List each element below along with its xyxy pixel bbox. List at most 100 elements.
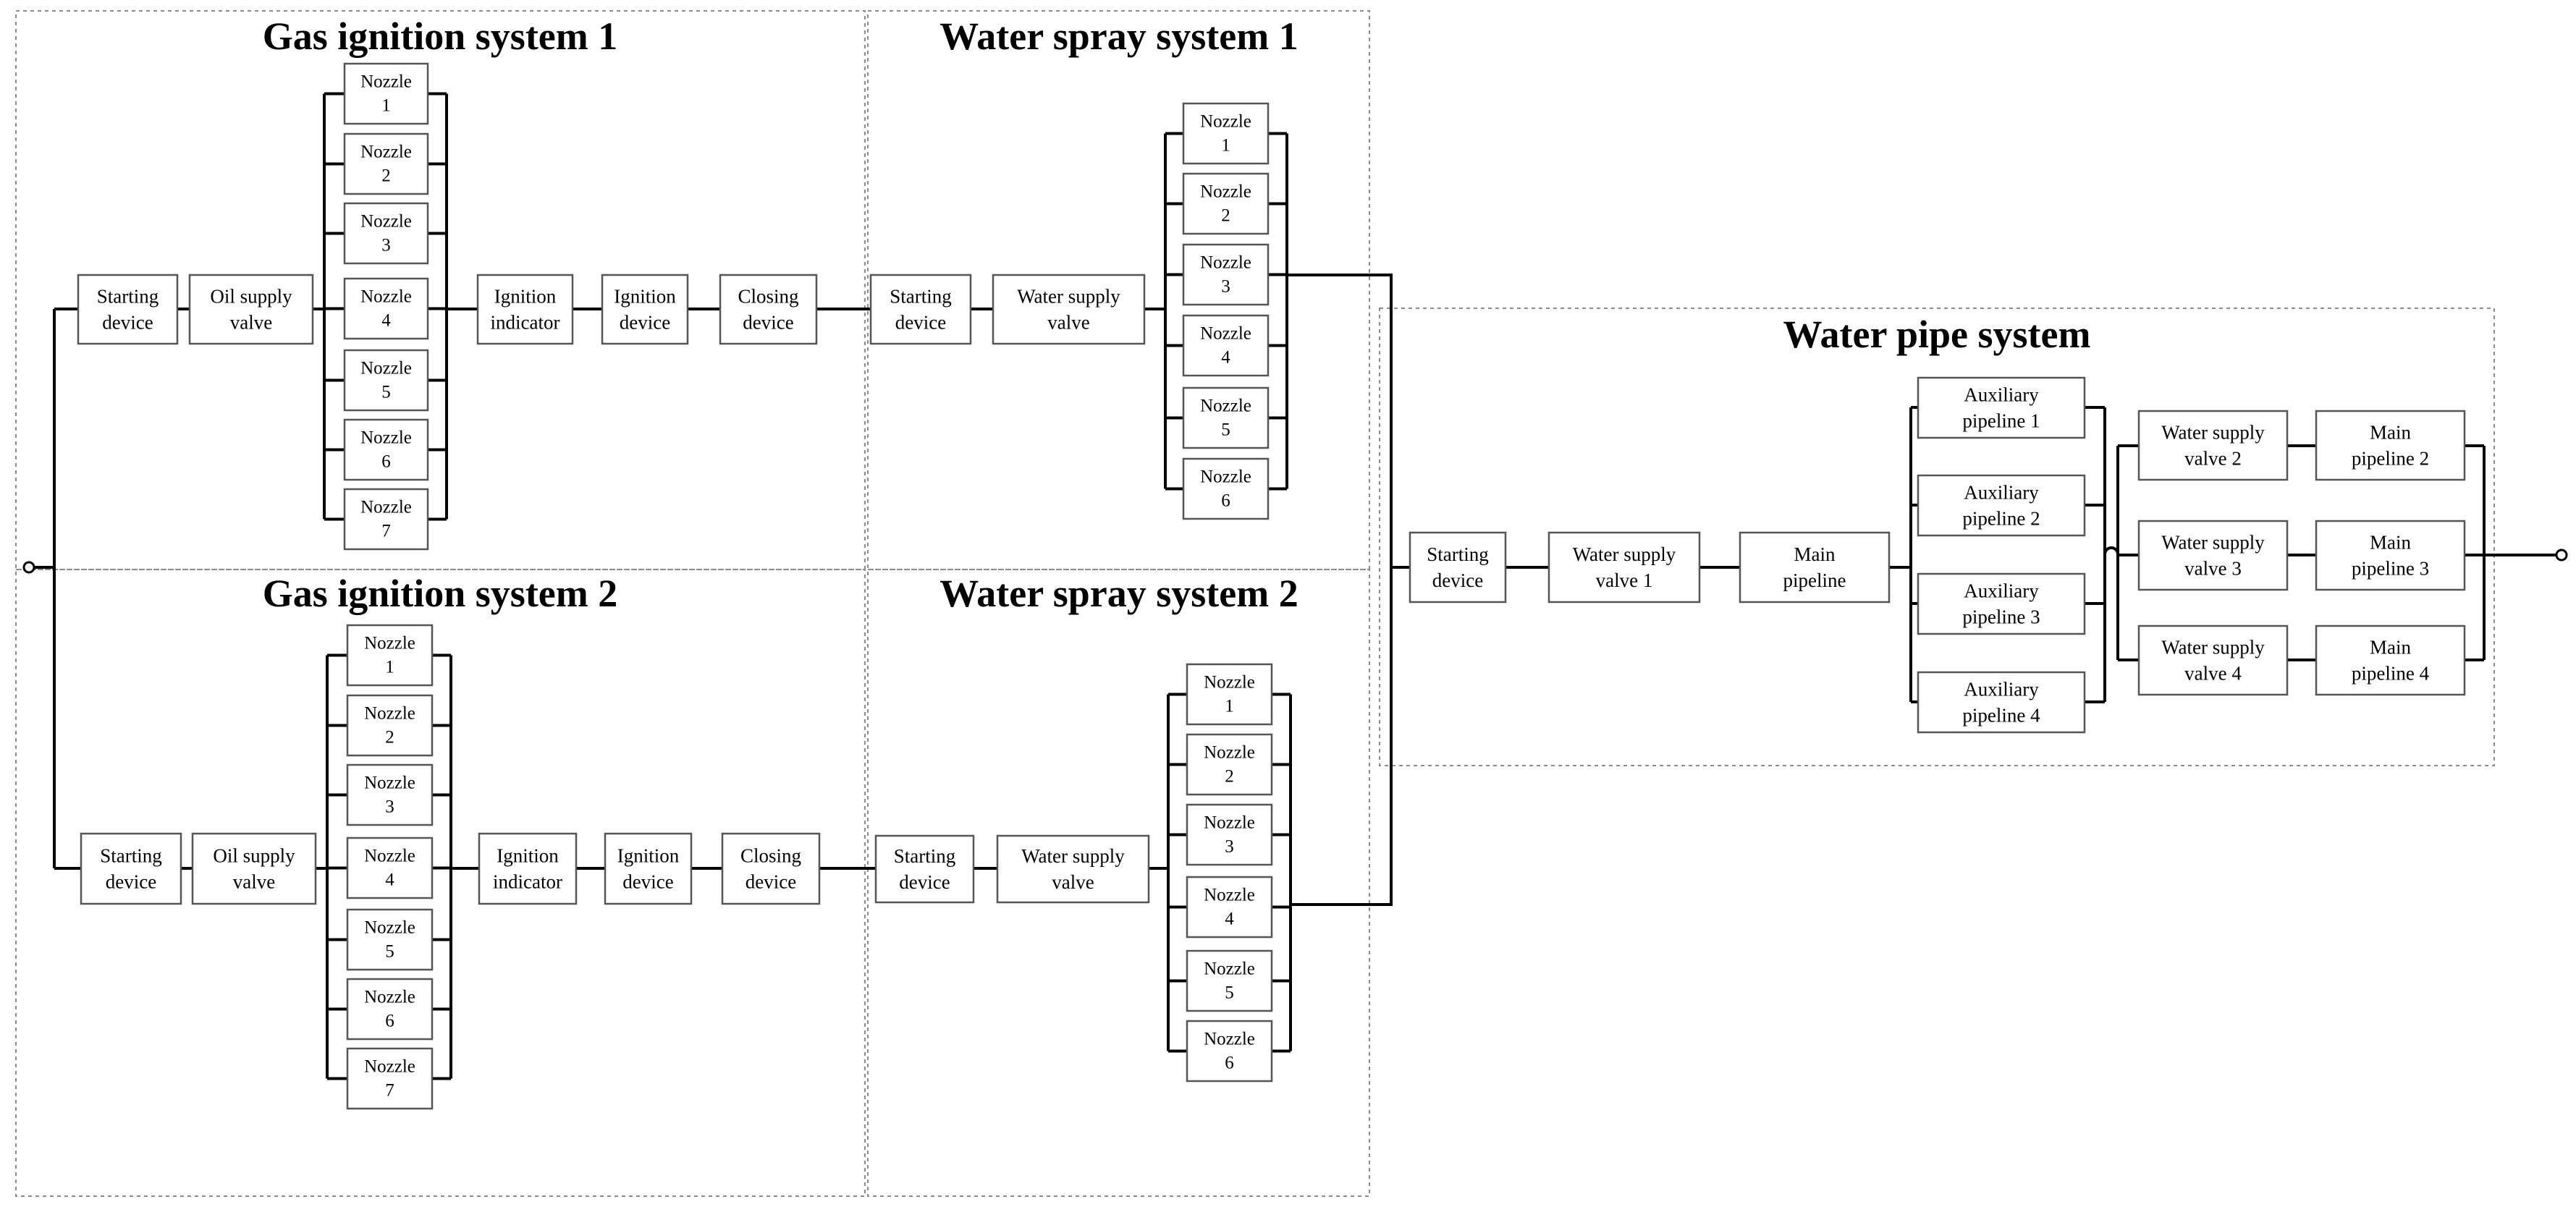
connector-line [1287,274,1393,906]
block-label: Nozzle [360,72,412,92]
block-frame [1917,572,2086,635]
block-label: device [1432,569,1483,591]
block-frame [343,488,429,551]
block-label: Ignition [497,845,559,867]
title-gas2: Gas ignition system 2 [263,572,618,615]
block-frame [188,274,314,345]
block-frame [1186,803,1273,866]
block-label: 3 [381,236,391,255]
block-frame [2315,410,2466,481]
region-gas-ignition-1 [15,10,866,570]
block-label: Starting [100,845,162,867]
block-frame [343,349,429,412]
block-label: valve 4 [2184,662,2242,684]
block-frame [1409,531,1507,604]
block-frame [80,832,182,905]
block-frame [1186,733,1273,796]
block-frame [1547,531,1701,604]
block-label: valve [233,871,275,892]
block-label: Water supply [2161,532,2265,554]
block-label: pipeline 1 [1962,410,2040,431]
block-frame [476,274,574,345]
block-label: device [102,311,153,333]
block-label: Nozzle [1200,253,1251,273]
block-label: Nozzle [1200,324,1251,344]
title-spray1: Water spray system 1 [939,14,1298,58]
block-label: Nozzle [360,212,412,232]
block-label: Auxiliary [1964,679,2039,700]
block-label: Nozzle [1204,813,1255,833]
output-terminal [2555,549,2568,562]
region-water-spray-1 [867,10,1370,570]
block-frame [1182,102,1270,165]
block-label: Nozzle [1200,397,1251,416]
block-frame [2315,624,2466,696]
block-label: Water supply [1021,845,1125,867]
terminals [22,549,2568,574]
block-label: Oil supply [210,286,292,308]
block-label: 4 [1221,348,1230,368]
block-label: Water supply [2161,422,2265,444]
block-frame [1182,457,1270,520]
block-label: 2 [381,166,391,186]
block-spray1-nozzles-3-nozzle-4: Nozzle 4 [1182,314,1270,377]
block-frame [601,274,689,345]
region-water-spray-2 [867,569,1370,1197]
block-spray1-nozzles-2-nozzle-3: Nozzle 3 [1182,243,1270,306]
block-label: Oil supply [213,845,295,867]
connection-lines [29,92,2556,1080]
block-frame [1917,376,2086,439]
block-frame [343,62,429,125]
block-label: Starting [894,845,956,867]
block-label: Nozzle [364,634,415,653]
block-frame [346,1047,434,1110]
block-frame [2137,410,2289,481]
block-label: 2 [385,728,394,748]
block-label: valve [230,311,272,333]
block-frame [1186,949,1273,1012]
block-label: Auxiliary [1964,580,2039,602]
block-label: 3 [1221,277,1230,297]
block-label: Nozzle [360,428,412,448]
block-label: Starting [890,286,952,308]
block-frame [1186,663,1273,726]
block-label: 3 [385,797,394,817]
block-frame [1917,474,2086,537]
block-label: Ignition [494,286,557,308]
block-label: pipeline [1783,569,1846,591]
block-label: 7 [381,522,391,541]
block-label: valve 1 [1596,569,1653,591]
block-frame [346,694,434,757]
block-label: Nozzle [1204,1030,1255,1049]
block-label: 2 [1221,206,1230,226]
block-label: Nozzle [1204,886,1255,905]
block-label: Nozzle [364,847,415,866]
